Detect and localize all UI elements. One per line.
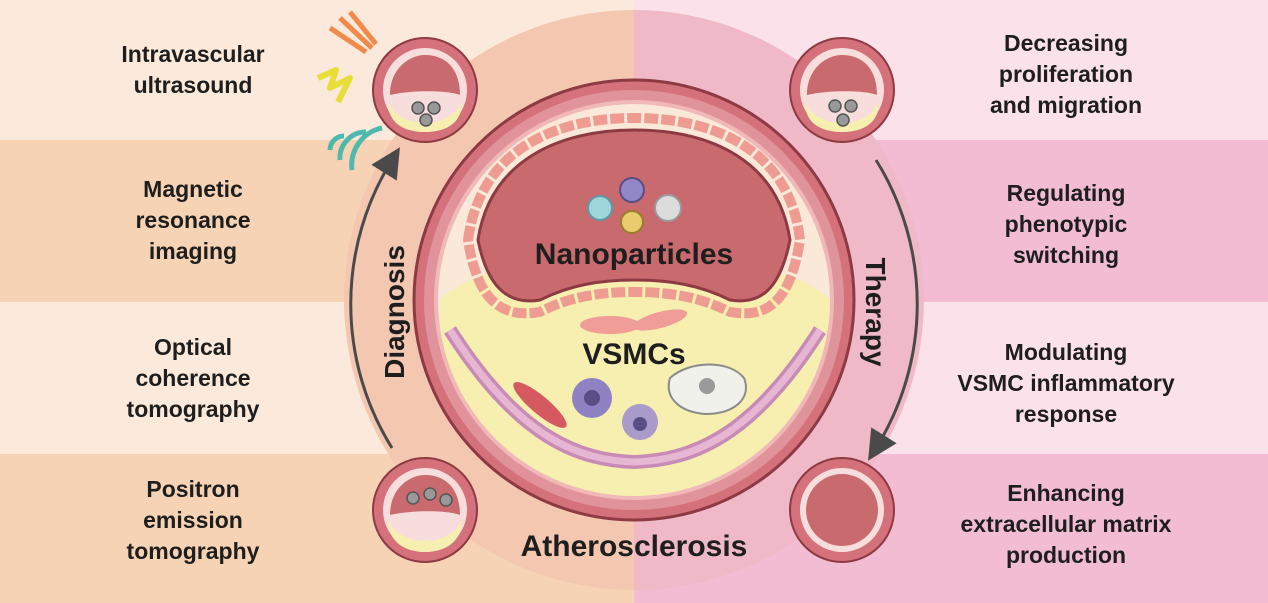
vsmcs-label: VSMCs: [582, 338, 685, 371]
therapy-arc-label: Therapy: [860, 258, 891, 367]
therapy-ecm-label: Enhancing extracellular matrix productio…: [960, 480, 1172, 568]
therapy-inflammatory-label: Modulating VSMC inflammatory response: [957, 339, 1175, 427]
nanoparticle-4: [654, 194, 682, 222]
main-vessel: [412, 78, 856, 522]
vessel-thumbnail-bottom-right: [789, 457, 895, 563]
nanoparticles-label: Nanoparticles: [535, 238, 733, 271]
therapy-proliferation-label: Decreasing proliferation and migration: [989, 30, 1143, 118]
nanoparticle-2: [619, 177, 645, 203]
nanoparticle-1: [587, 195, 613, 221]
diagnosis-pet-label: Positron emission tomography: [126, 476, 260, 564]
diagnosis-mri-label: Magnetic resonance imaging: [135, 176, 251, 264]
vessel-thumbnail-top-right: [789, 37, 895, 143]
therapy-phenotypic-label: Regulating phenotypic switching: [1004, 180, 1128, 268]
diagnosis-arc-arrow: [349, 147, 400, 449]
vessel-thumbnail-top-left: [372, 37, 478, 143]
vessel-thumbnail-bottom-left: [372, 457, 478, 563]
diagnosis-oct-label: Optical coherence tomography: [126, 334, 260, 422]
atherosclerosis-title: Atherosclerosis: [521, 530, 748, 563]
diagnosis-ivus-label: Intravascular ultrasound: [121, 41, 265, 98]
nanoparticle-3: [620, 210, 644, 234]
diagnosis-arc-label: Diagnosis: [379, 245, 410, 379]
ultrasound-signal-icon: [316, 10, 383, 171]
therapy-arc-arrow: [868, 159, 919, 461]
